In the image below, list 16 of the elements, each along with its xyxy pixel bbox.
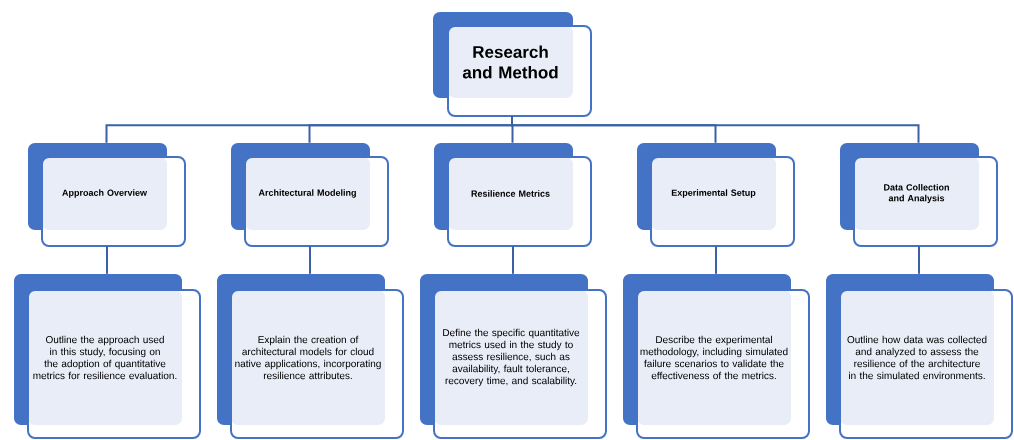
description-box: Explain the creation of architectural models for cloud native applications, incorporating resilience attributes. — [217, 274, 404, 439]
heading-box: Experimental Setup — [637, 143, 795, 247]
heading-box: Approach Overview — [28, 143, 186, 247]
connector — [512, 245, 514, 275]
description-box: Define the specific quantitative metrics used in the study to assess resilience, such as availability, fault tolerance, recovery time, and scalability. — [420, 274, 607, 439]
description-box: Outline the approach used in this study, focusing on the adoption of quantitative metrics for resilience evaluation. — [14, 274, 201, 439]
connector — [918, 245, 920, 275]
heading-box: Data Collection and Analysis — [840, 143, 998, 247]
description-box: Describe the experimental methodology, including simulated failure scenarios to validate the effectiveness of the metrics. — [623, 274, 810, 439]
title-box: Research and Method — [433, 12, 592, 117]
heading-box: Resilience Metrics — [434, 143, 592, 247]
description-box: Outline how data was collected and analyzed to assess the resilience of the architecture in the simulated environments. — [826, 274, 1013, 439]
connector — [106, 245, 108, 275]
heading-box: Architectural Modeling — [231, 143, 389, 247]
connector — [309, 245, 311, 275]
connector — [715, 245, 717, 275]
